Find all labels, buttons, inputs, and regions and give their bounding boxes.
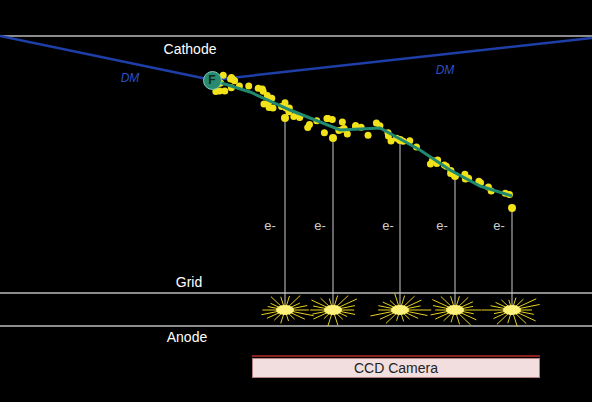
label: e- [493,218,505,233]
drift-line [333,138,334,305]
ion-dot [245,82,252,89]
ion-dot [339,119,346,126]
ion-dot [365,132,372,139]
ion-dot [260,100,267,107]
anode-line [0,325,592,327]
ion-dot [427,161,434,168]
cathode-line [0,35,592,37]
drift-line [455,176,456,305]
camera-rim [252,355,540,357]
recoil-track [212,80,512,196]
ionization-dots [212,72,516,212]
drift-line [400,140,401,305]
label: e- [382,218,394,233]
light-spot [391,305,409,315]
drift-lines [285,118,512,305]
label: Grid [176,274,202,290]
ion-dot [321,129,328,136]
ion-dot [508,204,516,212]
node-text: F [208,73,215,87]
light-spot [276,305,294,315]
ion-dot [306,121,313,128]
light-bursts [261,293,539,326]
label: Cathode [164,41,217,57]
label: DM [121,71,140,85]
light-spot [503,305,521,315]
label: e- [314,218,326,233]
ion-dot [325,115,332,122]
label: e- [264,218,276,233]
drift-line [512,208,513,305]
drift-line [285,118,286,305]
node-text: CCD Camera [354,360,438,376]
dm-track [212,38,592,80]
ccd-camera: CCD Camera [252,358,540,378]
light-spot [446,305,464,315]
ion-dot [227,75,234,82]
ion-dot [329,134,337,142]
ion-dot [281,114,289,122]
label: e- [436,218,448,233]
label: Anode [167,329,207,345]
ion-dot [259,85,266,92]
label: DM [436,63,455,77]
fluorine-atom: F [203,71,222,90]
light-spot [324,305,342,315]
grid-line [0,292,592,294]
